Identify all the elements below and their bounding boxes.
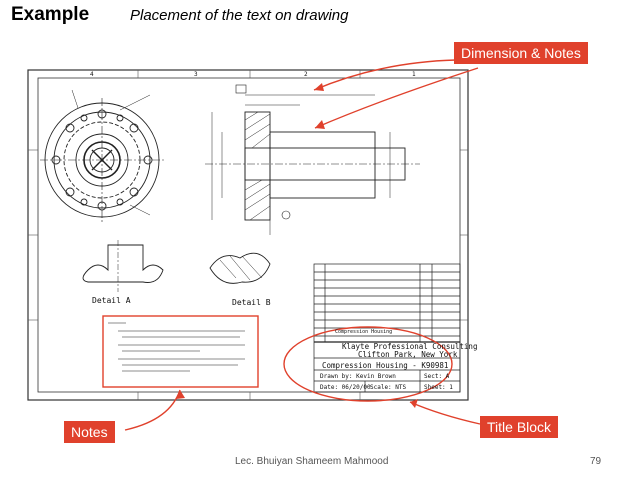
notes-text-lines bbox=[108, 322, 245, 372]
zone-label-3: 3 bbox=[194, 71, 198, 78]
zone-label-4: 4 bbox=[90, 71, 94, 78]
page-number: 79 bbox=[590, 456, 602, 467]
part-title: Compression Housing - K90981 bbox=[322, 361, 449, 370]
callout-notes: Notes bbox=[64, 421, 115, 443]
slide-heading: Example bbox=[11, 4, 90, 25]
arrow-notes bbox=[124, 389, 181, 431]
zone-label-1: 1 bbox=[412, 71, 416, 78]
detail-a-label: Detail A bbox=[92, 296, 131, 305]
detail-a-view bbox=[82, 240, 164, 292]
company-location: Clifton Park, New York bbox=[358, 350, 458, 359]
title-block-grid bbox=[313, 263, 461, 393]
company-name: Klayte Professional Consulting bbox=[342, 342, 478, 351]
slide-subheading: Placement of the text on drawing bbox=[130, 7, 349, 24]
footer-author: Lec. Bhuiyan Shameem Mahmood bbox=[235, 456, 389, 467]
sheet-field: Sheet: 1 bbox=[424, 384, 453, 391]
arrow-dimension-1 bbox=[313, 59, 457, 91]
section-view bbox=[205, 84, 420, 235]
date-field: Date: 06/20/00 bbox=[320, 384, 371, 391]
drawn-by: Drawn by: Kevin Brown bbox=[320, 373, 396, 380]
section-field: Sect: A bbox=[424, 373, 450, 380]
zone-ticks bbox=[28, 70, 468, 400]
parts-row-label: Compression Housing bbox=[335, 329, 393, 335]
scale-field: Scale: NTS bbox=[370, 384, 407, 391]
flange-front-view bbox=[40, 89, 165, 222]
zone-label-2: 2 bbox=[304, 71, 308, 78]
arrow-title-block bbox=[409, 401, 481, 425]
detail-b-view bbox=[209, 252, 271, 284]
callout-dimension-notes: Dimension & Notes bbox=[454, 42, 588, 64]
callout-title-block: Title Block bbox=[480, 416, 559, 438]
notes-highlight bbox=[102, 315, 259, 388]
title-block-highlight bbox=[283, 326, 453, 402]
detail-b-label: Detail B bbox=[232, 298, 271, 307]
arrow-dimension-2 bbox=[314, 67, 479, 129]
